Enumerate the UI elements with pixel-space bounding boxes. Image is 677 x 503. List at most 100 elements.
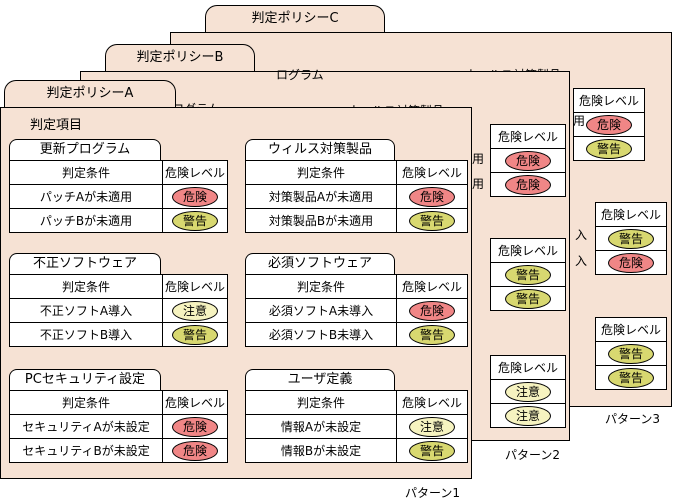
group-table-update-program: 判定条件危険レベル パッチAが未適用危険 パッチBが未適用警告 — [9, 160, 228, 233]
condition-header: 判定条件 — [9, 160, 163, 185]
policy-c-tab[interactable]: 判定ポリシーC — [205, 5, 385, 33]
level-badge: 危険 — [586, 114, 632, 135]
pattern2-label: パターン2 — [505, 448, 561, 462]
group-title-update-program: 更新プログラム — [9, 139, 161, 160]
policy-b-frag: 用 — [472, 152, 485, 166]
condition-cell: 情報Bが未設定 — [245, 438, 397, 463]
condition-header: 判定条件 — [9, 274, 163, 299]
table-row: 不正ソフトB導入警告 — [9, 322, 228, 347]
group-title-user-defined: ユーザ定義 — [245, 369, 395, 390]
level-header: 危険レベル — [396, 160, 468, 185]
table-row: 対策製品Aが未適用危険 — [245, 184, 468, 209]
group-title-antivirus: ウィルス対策製品 — [245, 139, 395, 160]
table-row: セキュリティBが未設定危険 — [9, 438, 228, 463]
group-table-user-defined: 判定条件危険レベル 情報Aが未設定注意 情報Bが未設定警告 — [245, 390, 468, 463]
policy-c-table-1: 危険レベル 危険 警告 — [573, 88, 645, 161]
level-badge: 危険 — [505, 150, 551, 171]
policy-c-tab-label: 判定ポリシーC — [251, 11, 339, 26]
table-row: パッチBが未適用警告 — [9, 208, 228, 233]
level-badge: 警告 — [172, 210, 218, 231]
policy-a-tab-label: 判定ポリシーA — [46, 86, 134, 101]
level-badge: 警告 — [608, 228, 654, 249]
pattern1-label: パターン1 — [405, 486, 461, 500]
policy-c-frag: 入 — [575, 228, 588, 242]
level-badge: 警告 — [409, 324, 455, 345]
condition-header: 判定条件 — [245, 160, 397, 185]
level-badge: 警告 — [409, 440, 455, 461]
condition-cell: 不正ソフトA導入 — [9, 298, 163, 323]
level-badge: 警告 — [505, 264, 551, 285]
table-row: 不正ソフトA導入注意 — [9, 298, 228, 323]
level-badge: 警告 — [172, 324, 218, 345]
level-header: 危険レベル — [490, 355, 566, 380]
policy-c-table-3: 危険レベル 警告 警告 — [595, 317, 667, 390]
level-badge: 危険 — [172, 186, 218, 207]
condition-header: 判定条件 — [245, 390, 397, 415]
level-header: 危険レベル — [595, 202, 667, 227]
level-badge: 警告 — [608, 343, 654, 364]
section-title: 判定項目 — [30, 118, 83, 133]
policy-c-table-2: 危険レベル 警告 危険 — [595, 202, 667, 275]
policy-b-table-3: 危険レベル 注意 注意 — [490, 355, 566, 428]
policy-b-table-2: 危険レベル 警告 警告 — [490, 238, 566, 311]
condition-header: 判定条件 — [245, 274, 397, 299]
level-header: 危険レベル — [162, 160, 228, 185]
level-header: 危険レベル — [490, 238, 566, 263]
policy-c-frag: 入 — [575, 254, 588, 268]
table-row: セキュリティAが未設定危険 — [9, 414, 228, 439]
level-badge: 注意 — [505, 381, 551, 402]
policy-a-tab[interactable]: 判定ポリシーA — [4, 80, 176, 108]
level-header: 危険レベル — [396, 274, 468, 299]
level-badge: 注意 — [505, 405, 551, 426]
group-table-required-software: 判定条件危険レベル 必須ソフトA未導入危険 必須ソフトB未導入警告 — [245, 274, 468, 347]
condition-cell: パッチAが未適用 — [9, 184, 163, 209]
level-badge: 危険 — [409, 186, 455, 207]
level-badge: 危険 — [505, 174, 551, 195]
level-badge: 危険 — [172, 416, 218, 437]
level-badge: 注意 — [172, 300, 218, 321]
level-header: 危険レベル — [396, 390, 468, 415]
level-badge: 警告 — [586, 138, 632, 159]
level-badge: 警告 — [409, 210, 455, 231]
condition-cell: 対策製品Bが未適用 — [245, 208, 397, 233]
condition-cell: 情報Aが未設定 — [245, 414, 397, 439]
level-badge: 危険 — [608, 252, 654, 273]
level-header: 危険レベル — [162, 274, 228, 299]
policy-b-group-fragment: ログラム — [276, 68, 324, 82]
condition-header: 判定条件 — [9, 390, 163, 415]
policy-b-tab[interactable]: 判定ポリシーB — [105, 44, 255, 72]
condition-cell: セキュリティBが未設定 — [9, 438, 163, 463]
condition-cell: 対策製品Aが未適用 — [245, 184, 397, 209]
level-badge: 危険 — [409, 300, 455, 321]
table-row: 必須ソフトA未導入危険 — [245, 298, 468, 323]
policy-b-table-1: 危険レベル 危険 危険 — [490, 124, 566, 197]
condition-cell: セキュリティAが未設定 — [9, 414, 163, 439]
group-title-illegal-software: 不正ソフトウェア — [9, 253, 161, 274]
condition-cell: 必須ソフトB未導入 — [245, 322, 397, 347]
table-row: 対策製品Bが未適用警告 — [245, 208, 468, 233]
level-badge: 注意 — [409, 416, 455, 437]
group-title-pc-security: PCセキュリティ設定 — [9, 369, 161, 390]
policy-b-tab-label: 判定ポリシーB — [136, 50, 224, 65]
group-table-illegal-software: 判定条件危険レベル 不正ソフトA導入注意 不正ソフトB導入警告 — [9, 274, 228, 347]
condition-cell: 不正ソフトB導入 — [9, 322, 163, 347]
table-row: 情報Aが未設定注意 — [245, 414, 468, 439]
table-row: 必須ソフトB未導入警告 — [245, 322, 468, 347]
level-header: 危険レベル — [490, 124, 566, 149]
group-table-antivirus: 判定条件危険レベル 対策製品Aが未適用危険 対策製品Bが未適用警告 — [245, 160, 468, 233]
group-title-required-software: 必須ソフトウェア — [245, 253, 395, 274]
level-badge: 危険 — [172, 440, 218, 461]
condition-cell: パッチBが未適用 — [9, 208, 163, 233]
policy-b-frag: 用 — [472, 177, 485, 191]
group-table-pc-security: 判定条件危険レベル セキュリティAが未設定危険 セキュリティBが未設定危険 — [9, 390, 228, 463]
table-row: 情報Bが未設定警告 — [245, 438, 468, 463]
level-header: 危険レベル — [595, 317, 667, 342]
policy-c-frag: 用 — [573, 114, 586, 128]
level-badge: 警告 — [505, 288, 551, 309]
pattern3-label: パターン3 — [605, 412, 661, 426]
condition-cell: 必須ソフトA未導入 — [245, 298, 397, 323]
table-row: パッチAが未適用危険 — [9, 184, 228, 209]
level-header: 危険レベル — [162, 390, 228, 415]
level-badge: 警告 — [608, 367, 654, 388]
level-header: 危険レベル — [573, 88, 645, 113]
